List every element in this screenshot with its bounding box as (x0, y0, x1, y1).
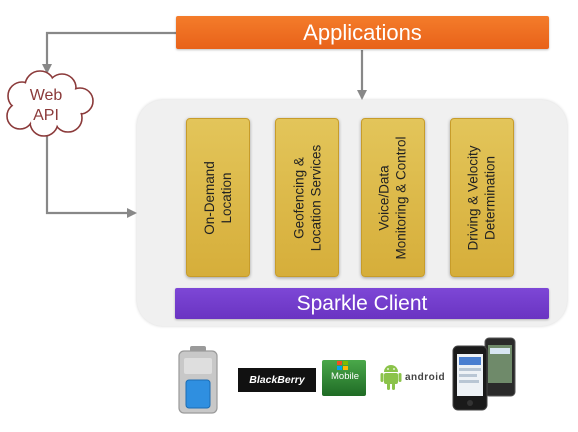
web-api-line-2: API (33, 107, 59, 124)
module-line-2: Location Services (308, 144, 323, 251)
module-line-1: Voice/Data (377, 164, 392, 231)
applications-label: Applications (303, 19, 422, 45)
sparkle-client-label: Sparkle Client (296, 291, 428, 315)
android-label: android (405, 372, 446, 383)
blackberry-logo: BlackBerry (238, 368, 316, 392)
module-label: Voice/Data Monitoring & Control (376, 136, 410, 259)
module-line-1: Geofencing & (291, 156, 306, 239)
module-line-2: Determination (483, 155, 499, 240)
module-label: Driving & Velocity Determination (465, 145, 499, 250)
module-driving-velocity-determination: Driving & Velocity Determination (450, 118, 514, 277)
module-label: On-Demand Location (201, 161, 235, 235)
blackberry-label: BlackBerry (249, 374, 305, 386)
windows-mobile-label: Mobile (331, 371, 359, 382)
module-geofencing-location-services: Geofencing & Location Services (275, 118, 339, 277)
arrow-applications-to-web-api (42, 31, 176, 74)
windows-flag-icon (337, 361, 348, 370)
module-line-1: Driving & Velocity (466, 144, 482, 251)
module-line-2: Location (219, 171, 235, 224)
sparkle-client-bar: Sparkle Client (175, 288, 549, 319)
applications-bar: Applications (176, 16, 549, 49)
android-robot-icon (380, 365, 402, 390)
web-api-cloud (6, 70, 94, 137)
module-line-2: Monitoring & Control (394, 135, 409, 260)
generic-device-icon (178, 346, 218, 414)
web-api-line-1: Web (29, 87, 63, 104)
module-line-1: On-Demand (202, 160, 218, 235)
arrow-web-api-to-client (45, 130, 137, 218)
module-on-demand-location: On-Demand Location (186, 118, 250, 277)
smartphones-icon (452, 337, 516, 411)
module-label: Geofencing & Location Services (290, 144, 324, 251)
module-voice-data-monitoring-control: Voice/Data Monitoring & Control (361, 118, 425, 277)
web-api-label: Web API (10, 86, 82, 126)
